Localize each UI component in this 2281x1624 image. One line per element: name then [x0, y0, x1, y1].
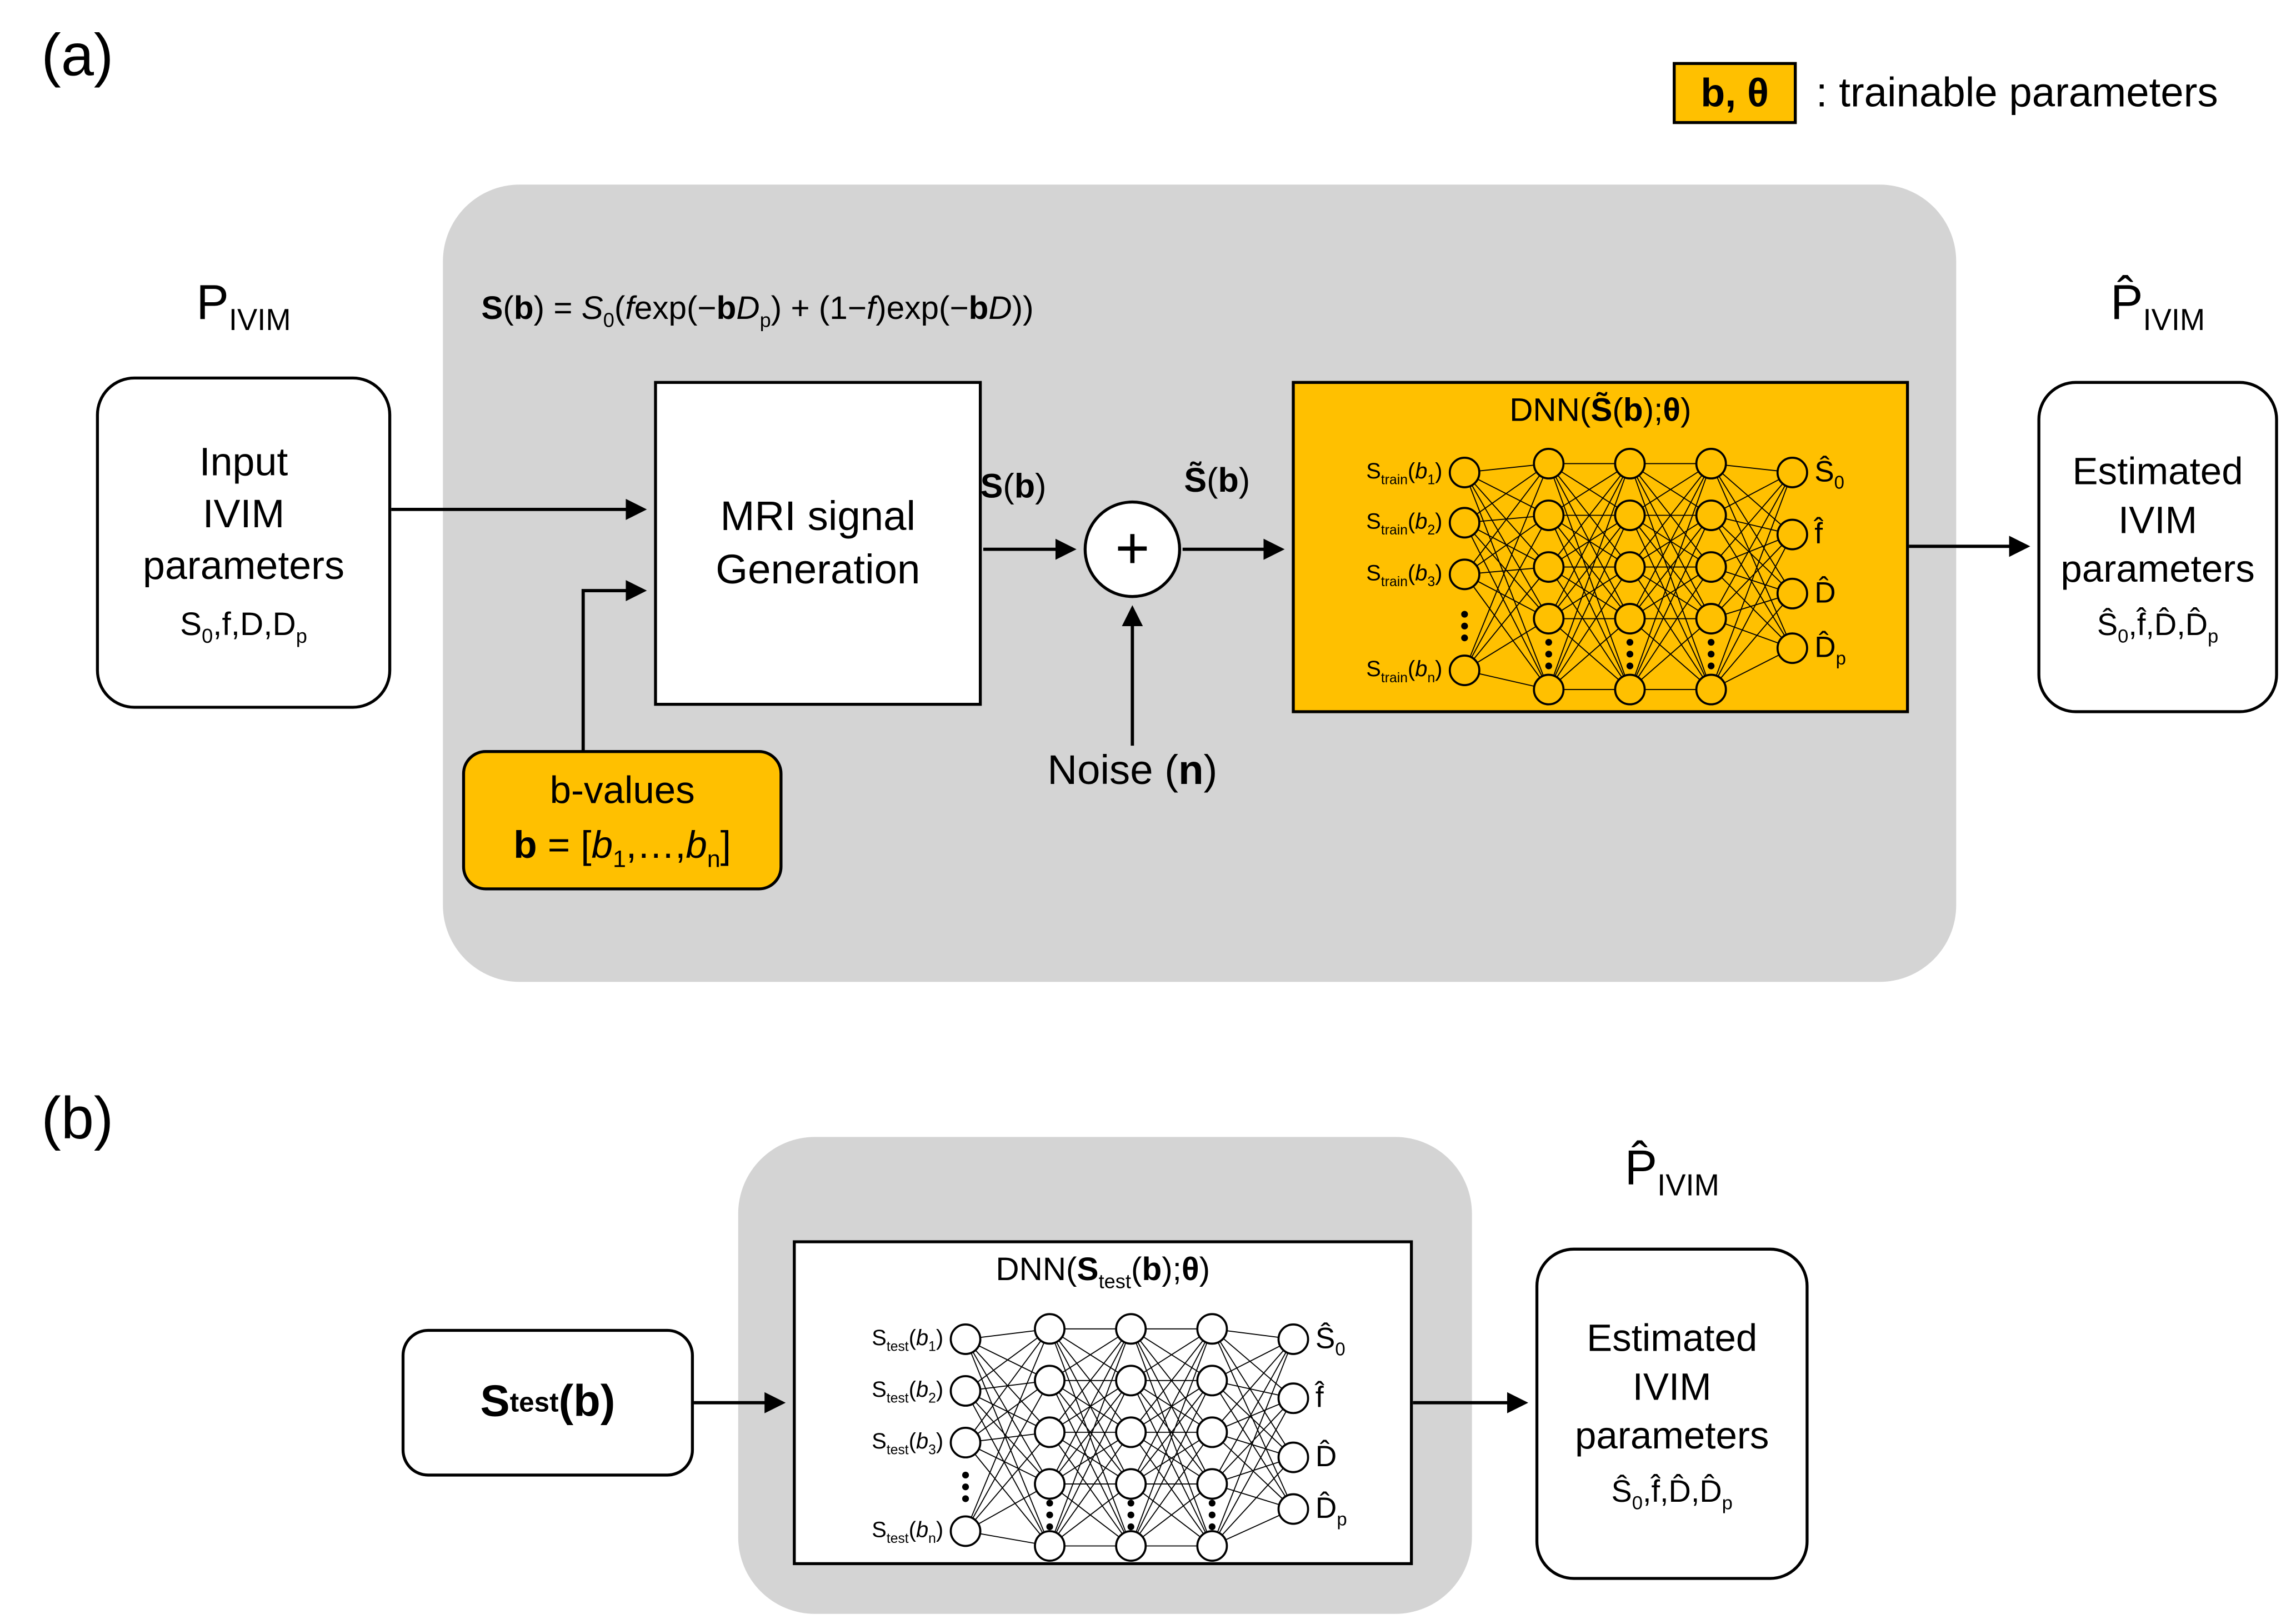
- neural-network-diagram: [949, 1313, 1309, 1562]
- dnn-b-title: DNN(Stest(b);θ): [996, 1250, 1210, 1293]
- noisy-signal-label: S̃(b): [1184, 461, 1250, 499]
- neural-network-diagram: [1448, 448, 1808, 706]
- dnn-input-label: Strain(bn): [1366, 657, 1443, 686]
- dnn-testing-box: DNN(Stest(b);θ) Stest(b1) Stest(b2) Stes…: [793, 1240, 1413, 1566]
- dnn-training-box: DNN(S̃(b);θ) Strain(b1) Strain(b2) Strai…: [1292, 381, 1909, 713]
- noise-adder-node: +: [1083, 500, 1182, 598]
- dnn-input-label: Stest(b3): [872, 1429, 944, 1458]
- dnn-input-label: Strain(b1): [1366, 459, 1443, 488]
- phat-title-b: P̂IVIM: [1624, 1140, 1719, 1203]
- signal-equation: S(b) = S0(fexp(−bDp) + (1−f)exp(−bD)): [481, 289, 1034, 332]
- dnn-output-label: f̂: [1315, 1382, 1324, 1415]
- dnn-output-label: D̂p: [1814, 632, 1846, 669]
- dnn-output-label: D̂: [1814, 577, 1836, 610]
- panel-a-label: (a): [41, 23, 114, 89]
- b-values-line1: b-values: [549, 768, 695, 813]
- dnn-a-title: DNN(S̃(b);θ): [1509, 391, 1692, 428]
- estimated-box-params: Ŝ0,f̂,D̂,D̂p: [1611, 1475, 1733, 1515]
- estimated-box-params: Ŝ0,f̂,D̂,D̂p: [2097, 608, 2219, 648]
- dnn-output-label: D̂p: [1315, 1492, 1347, 1530]
- trainable-params-badge: b, θ: [1673, 62, 1797, 124]
- trainable-params-legend-text: : trainable parameters: [1815, 69, 2218, 116]
- b-values-line2: b = [b1,…,bn]: [513, 822, 731, 873]
- dnn-output-label: Ŝ0: [1315, 1323, 1345, 1360]
- dnn-input-label: Strain(b3): [1366, 561, 1443, 589]
- dnn-output-label: D̂: [1315, 1441, 1337, 1474]
- dnn-input-label: Strain(b2): [1366, 509, 1443, 538]
- arrow-bvalues-to-mri: [581, 580, 647, 751]
- signal-label: S(b): [980, 466, 1047, 505]
- input-box-params: S0,f,D,Dp: [180, 605, 307, 648]
- pivim-title: PIVIM: [196, 274, 291, 338]
- dnn-output-label: Ŝ0: [1814, 456, 1845, 493]
- dnn-output-label: f̂: [1814, 518, 1823, 551]
- noise-label: Noise (n): [1047, 747, 1218, 793]
- phat-title-a: P̂IVIM: [2110, 274, 2205, 338]
- dnn-input-label: Stest(b1): [872, 1326, 944, 1355]
- panel-b-label: (b): [41, 1086, 114, 1152]
- dnn-input-label: Stest(b2): [872, 1377, 944, 1406]
- dnn-input-label: Stest(bn): [872, 1518, 944, 1546]
- b-values-box: b-values b = [b1,…,bn]: [462, 750, 783, 891]
